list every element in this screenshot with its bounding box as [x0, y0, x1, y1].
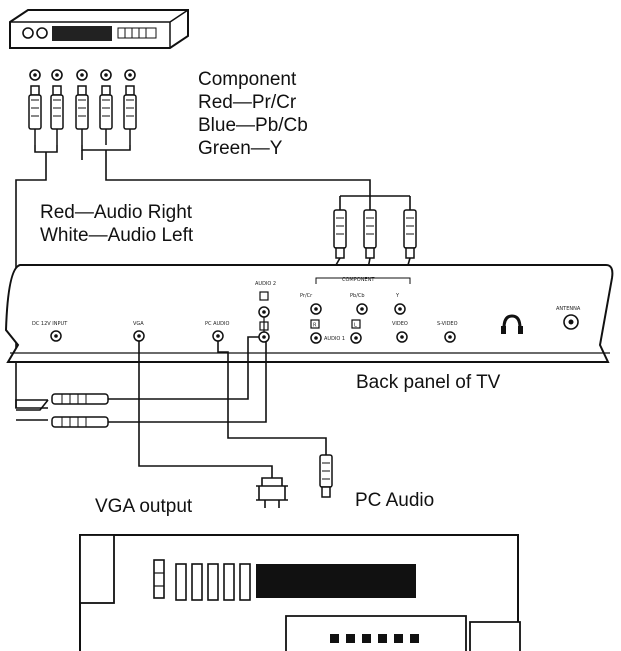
audio1-label: AUDIO 1: [324, 336, 345, 342]
svideo-label: S-VIDEO: [437, 321, 458, 327]
back-panel-label: Back panel of TV: [356, 372, 501, 393]
vga-port-label: VGA: [133, 321, 144, 327]
audio2-label: AUDIO 2: [255, 281, 276, 287]
vga-cable: [138, 341, 288, 508]
player-cables: [15, 145, 371, 409]
component-green-label: Green—Y: [198, 138, 283, 159]
pc-audio-cable: [217, 341, 333, 498]
dc-input-label: DC 12V INPUT: [32, 321, 68, 327]
r-label: R: [313, 323, 317, 329]
pc-audio-port-label: PC AUDIO: [205, 321, 230, 327]
dvd-player: [9, 9, 189, 49]
player-output-jacks: [29, 69, 136, 81]
headphone-icon: [502, 314, 522, 329]
component-red-label: Red—Pr/Cr: [198, 92, 297, 113]
audio-cables: [15, 317, 267, 428]
antenna-label: ANTENNA: [556, 306, 581, 312]
audio-right-label: Red—Audio Right: [40, 202, 193, 223]
player-rca-plugs: [28, 85, 137, 145]
tv-back-panel: [4, 264, 614, 363]
audio-left-label: White—Audio Left: [40, 225, 194, 246]
video-label: VIDEO: [392, 321, 408, 327]
pr-label: Pr/Cr: [300, 293, 313, 299]
component-title: Component: [198, 69, 297, 90]
component-blue-label: Blue—Pb/Cb: [198, 115, 308, 136]
pb-label: Pb/Cb: [350, 293, 365, 299]
panel-ports: DC 12V INPUT VGA PC AUDIO AUDIO 2 COMPON…: [32, 277, 581, 344]
component-port-label: COMPONENT: [342, 277, 375, 283]
pc-board: [79, 534, 521, 651]
pc-audio-label: PC Audio: [355, 490, 434, 511]
y-label: Y: [395, 293, 400, 299]
l-label: L: [354, 323, 357, 329]
vga-output-label: VGA output: [95, 496, 193, 517]
